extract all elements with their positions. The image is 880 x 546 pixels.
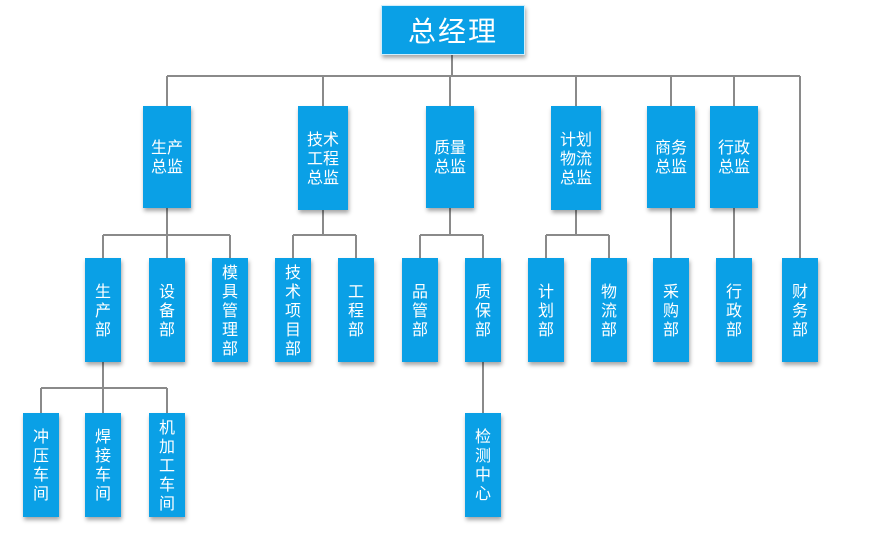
node-label: 行政总监: [717, 138, 750, 176]
node-label: 质保部: [474, 281, 491, 339]
node-admin-director: 行政总监: [710, 106, 758, 208]
node-label: 焊接车间: [94, 427, 111, 503]
node-label: 财务部: [791, 281, 808, 339]
node-label: 技术工程总监: [306, 129, 339, 187]
node-label: 冲压车间: [32, 427, 49, 503]
node-technical-director: 技术工程总监: [298, 106, 348, 210]
node-label: 生产总监: [150, 138, 183, 176]
node-logistics-dept: 物流部: [591, 258, 627, 362]
node-quality-mgmt-dept: 品管部: [402, 258, 438, 362]
node-machining-workshop: 机加工车间: [149, 413, 185, 517]
node-label: 技术项目部: [284, 262, 301, 358]
node-label: 计划部: [537, 281, 554, 339]
node-label: 行政部: [725, 281, 742, 339]
node-planning-dept: 计划部: [528, 258, 564, 362]
node-admin-dept: 行政部: [716, 258, 752, 362]
node-label: 质量总监: [433, 138, 466, 176]
node-quality-director: 质量总监: [426, 106, 474, 208]
node-label: 品管部: [411, 281, 428, 339]
node-label: 总经理: [407, 15, 498, 48]
node-planning-director: 计划物流总监: [551, 106, 601, 210]
node-label: 工程部: [347, 281, 364, 339]
node-label: 设备部: [158, 281, 175, 339]
node-label: 物流部: [600, 281, 617, 339]
node-testing-center: 检测中心: [465, 413, 501, 517]
node-production-dept: 生产部: [85, 258, 121, 362]
node-label: 机加工车间: [158, 417, 175, 513]
node-general-manager: 总经理: [381, 5, 525, 55]
node-business-director: 商务总监: [647, 106, 695, 208]
node-purchasing-dept: 采购部: [653, 258, 689, 362]
node-label: 采购部: [662, 281, 679, 339]
node-label: 生产部: [94, 281, 111, 339]
node-label: 检测中心: [474, 427, 491, 503]
node-finance-dept: 财务部: [782, 258, 818, 362]
node-mold-dept: 模具管理部: [212, 258, 248, 362]
node-engineering-dept: 工程部: [338, 258, 374, 362]
node-stamping-workshop: 冲压车间: [23, 413, 59, 517]
node-label: 商务总监: [654, 138, 687, 176]
node-welding-workshop: 焊接车间: [85, 413, 121, 517]
node-tech-project-dept: 技术项目部: [275, 258, 311, 362]
node-quality-assurance-dept: 质保部: [465, 258, 501, 362]
node-label: 计划物流总监: [559, 129, 592, 187]
node-production-director: 生产总监: [143, 106, 191, 208]
node-equipment-dept: 设备部: [149, 258, 185, 362]
node-label: 模具管理部: [221, 262, 238, 358]
